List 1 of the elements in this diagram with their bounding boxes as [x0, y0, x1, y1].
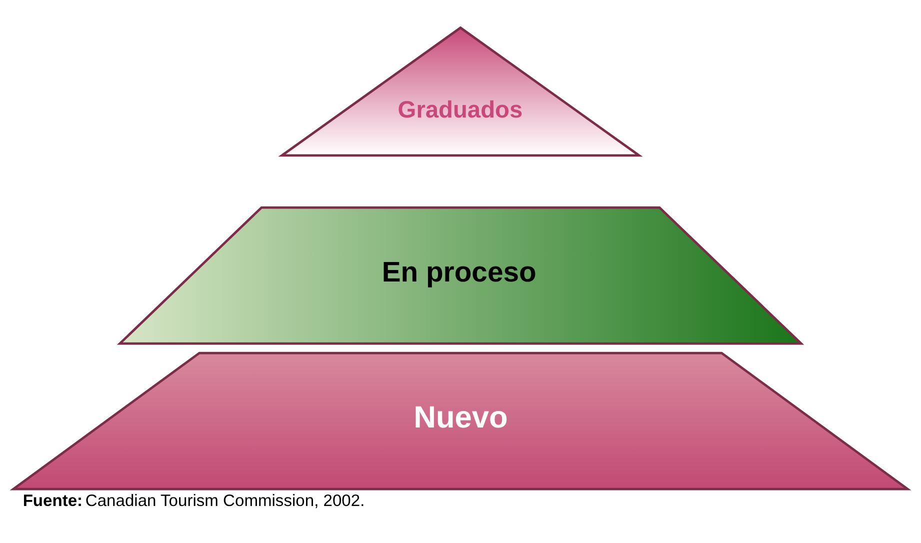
caption: Fuente: Canadian Tourism Commission, 2002.: [22, 490, 365, 510]
